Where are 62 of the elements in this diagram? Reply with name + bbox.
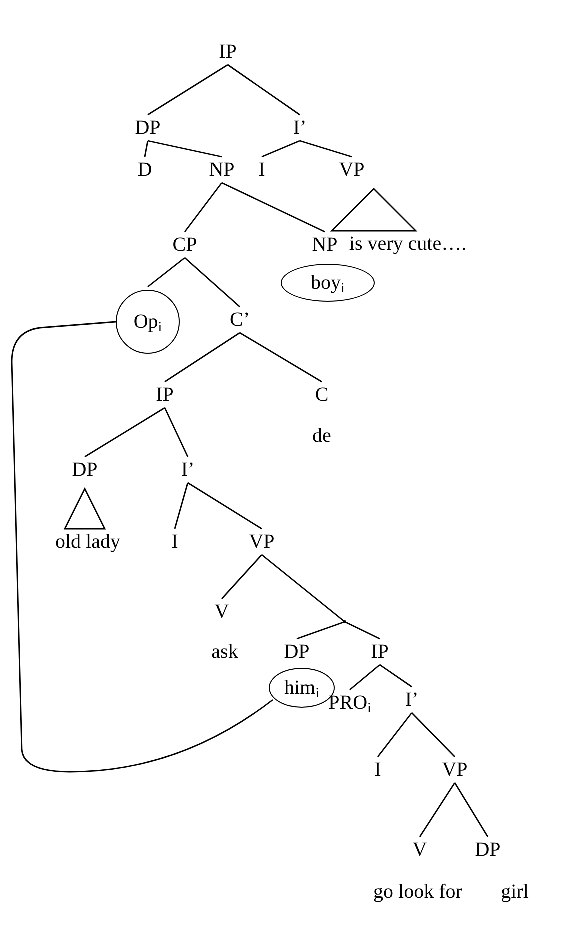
branch-point bbox=[344, 620, 346, 624]
category-label: VP bbox=[249, 532, 275, 552]
category-label: I bbox=[258, 160, 266, 180]
category-label: DP bbox=[475, 840, 501, 860]
tree-branch bbox=[164, 408, 189, 458]
tree-branch bbox=[419, 782, 456, 838]
triangle-branch bbox=[64, 487, 106, 530]
word-label: girl bbox=[501, 882, 529, 902]
triangle-branch bbox=[330, 188, 418, 232]
tree-branch bbox=[84, 407, 166, 458]
category-label: D bbox=[138, 160, 152, 180]
word-label: old lady bbox=[56, 532, 120, 552]
category-label: NP bbox=[312, 235, 338, 255]
category-label: IP bbox=[371, 642, 389, 662]
tree-branch bbox=[184, 257, 240, 308]
word-label: ask bbox=[212, 642, 238, 662]
tree-branch bbox=[188, 482, 262, 530]
category-label: C bbox=[315, 385, 329, 405]
category-label: VP bbox=[339, 160, 365, 180]
tree-branch bbox=[222, 182, 326, 233]
category-label: VP bbox=[442, 760, 468, 780]
tree-branch bbox=[184, 182, 223, 232]
category-label: I’ bbox=[293, 118, 307, 138]
category-label: DP bbox=[135, 118, 161, 138]
tree-branch bbox=[377, 712, 413, 758]
tree-branch bbox=[240, 332, 322, 383]
tree-branch bbox=[350, 664, 380, 691]
tree-branch bbox=[144, 140, 149, 158]
tree-branch bbox=[174, 482, 189, 530]
tree-branch bbox=[454, 782, 489, 838]
category-label: V bbox=[412, 840, 428, 860]
category-label: I’ bbox=[181, 460, 195, 480]
category-label: DP bbox=[284, 642, 310, 662]
tree-branch bbox=[380, 664, 412, 688]
word-label: is very cute…. bbox=[349, 234, 467, 254]
category-label: V bbox=[214, 602, 230, 622]
tree-branch bbox=[221, 554, 263, 600]
category-label: I bbox=[374, 760, 382, 780]
category-label: CP bbox=[172, 235, 198, 255]
category-label: I’ bbox=[405, 690, 419, 710]
tree-branch bbox=[412, 712, 456, 758]
tree-branch bbox=[262, 554, 346, 623]
tree-branch bbox=[296, 621, 346, 640]
tree-branch bbox=[164, 332, 240, 383]
category-label: I bbox=[172, 532, 178, 552]
circled-word: boy$_{i}$ bbox=[281, 264, 375, 302]
category-label: NP bbox=[209, 160, 235, 180]
word-label: de bbox=[312, 426, 332, 446]
tree-branch bbox=[148, 140, 222, 158]
tree-branch bbox=[148, 64, 228, 116]
circled-word: Op$_{i}$ bbox=[116, 290, 180, 354]
category-label: IP bbox=[156, 385, 174, 405]
category-label: IP bbox=[219, 42, 237, 62]
category-label: C’ bbox=[230, 310, 250, 330]
tree-branch bbox=[148, 257, 186, 288]
category-label: DP bbox=[72, 460, 98, 480]
tree-branch bbox=[344, 621, 380, 640]
tree-branch bbox=[262, 140, 300, 158]
coindex-line bbox=[11, 321, 274, 773]
tree-branch bbox=[228, 64, 300, 116]
tree-branch bbox=[300, 140, 352, 158]
word-label: go look for bbox=[374, 882, 462, 902]
